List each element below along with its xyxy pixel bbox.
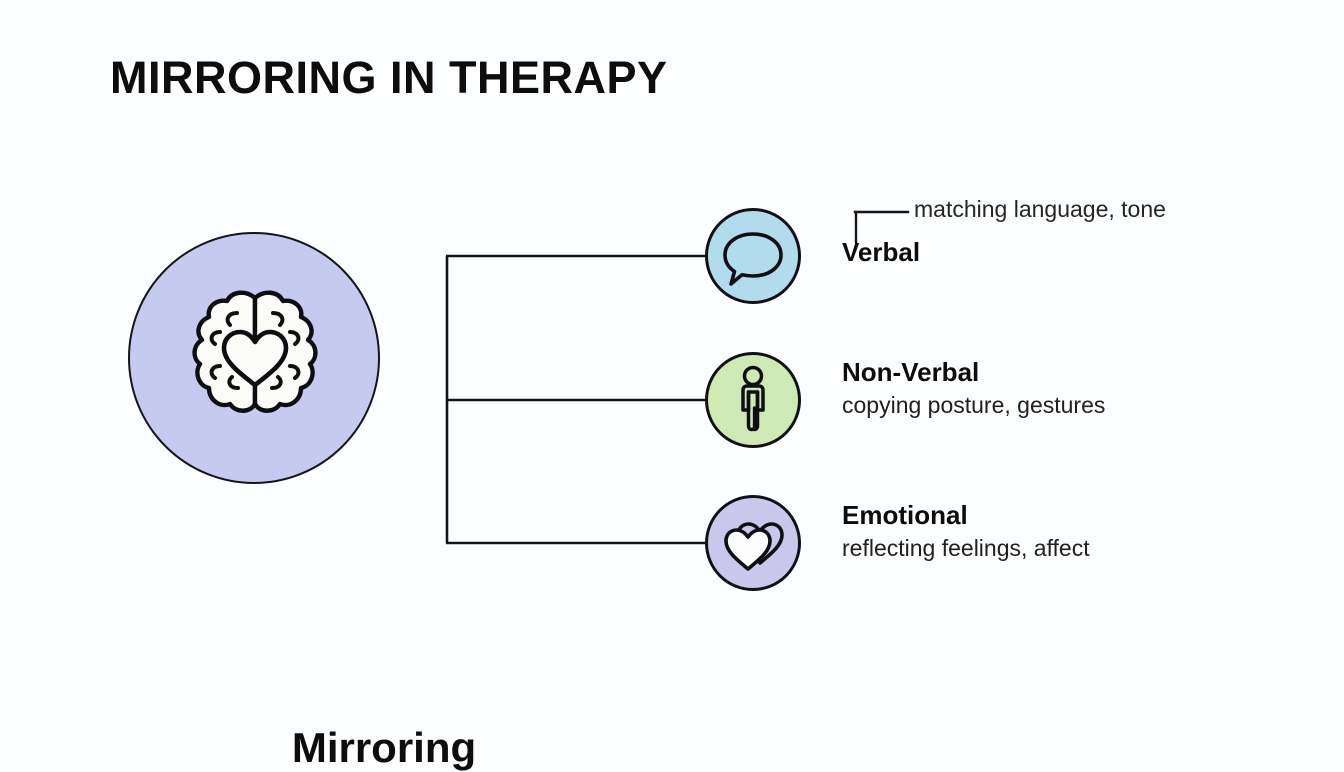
verbal-callout: matching language, tone [848,196,1248,246]
branch-title-emotional: Emotional [842,500,968,530]
branch-text-emotional: Emotional reflecting feelings, affect [842,501,1302,561]
verbal-callout-text: matching language, tone [914,196,1166,222]
branch-circle-verbal [705,208,801,304]
double-heart-icon [724,522,784,571]
branch-subtitle-non-verbal: copying posture, gestures [842,391,1106,418]
branch-circle-non-verbal [705,352,801,448]
branch-text-non-verbal: Non-Verbal copying posture, gestures [842,358,1302,418]
speech-bubble-icon [723,232,783,286]
branch-title-non-verbal: Non-Verbal [842,357,980,387]
branch-subtitle-emotional: reflecting feelings, affect [842,534,1090,561]
page-title: MIRRORING IN THERAPY [110,52,668,103]
callout-leader-line [853,210,910,244]
standing-person-icon [741,365,765,432]
brain-heart-icon [192,290,318,413]
hub-label: Mirroring [291,724,477,771]
bracket-connector [445,254,705,545]
hub-node[interactable]: Mirroring [128,232,476,771]
